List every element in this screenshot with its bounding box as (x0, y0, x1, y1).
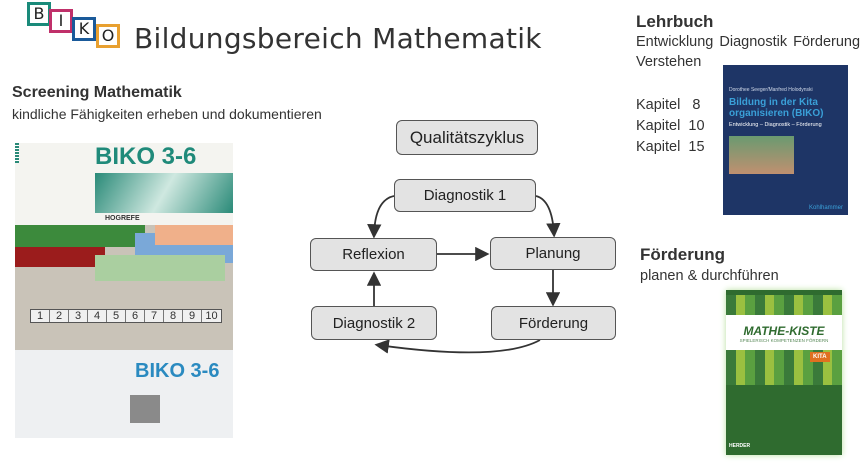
foerderung-title: Förderung (640, 245, 725, 264)
lehrbuch-title: Lehrbuch (636, 12, 714, 31)
cover-publisher: HERDER (729, 443, 751, 449)
kita-badge: KITA (810, 352, 830, 362)
screening-title: Screening Mathematik (12, 84, 182, 101)
lehrbuch-cover: Dorothee Seeger/Manfred Holodynski Bildu… (723, 65, 848, 215)
number-strip-cell: 5 (107, 310, 126, 322)
cover-subtitle: Entwicklung – Diagnostik – Förderung (729, 122, 822, 128)
cover-authors: Dorothee Seeger/Manfred Holodynski (729, 87, 813, 93)
logo-letter: O (96, 24, 120, 48)
page-title: Bildungsbereich Mathematik (134, 22, 542, 55)
number-strip-cell: 9 (183, 310, 202, 322)
screening-image: BIKO 3-6 HOGREFE 1 2 3 4 5 6 7 8 9 10 BI… (15, 143, 233, 438)
node-planung: Planung (490, 237, 616, 270)
cover-subtitle: SPIELERISCH KOMPETENZEN FÖRDERN (739, 338, 829, 343)
cycle-title: Qualitätszyklus (396, 120, 538, 155)
lehrbuch-line2: Verstehen (636, 54, 702, 70)
logo-letter: K (72, 17, 96, 41)
node-diagnostik-1: Diagnostik 1 (394, 179, 536, 212)
lehrbuch-line1: Entwicklung Diagnostik Förderung (636, 34, 861, 50)
node-diagnostik-2: Diagnostik 2 (311, 306, 437, 340)
number-strip-cell: 2 (50, 310, 69, 322)
chapter: Kapitel 10 (636, 118, 705, 134)
chapter: Kapitel 15 (636, 139, 705, 155)
logo-letter: I (49, 9, 73, 33)
logo-letter: B (27, 2, 51, 26)
number-strip-cell: 10 (205, 310, 218, 322)
node-foerderung: Förderung (491, 306, 616, 340)
mathe-kiste-cover: MATHE-KISTE SPIELERISCH KOMPETENZEN FÖRD… (726, 290, 842, 455)
number-strip-cell: 8 (164, 310, 183, 322)
number-strip-cell: 6 (126, 310, 145, 322)
number-strip-cell: 7 (145, 310, 164, 322)
cover-title: Bildung in der Kita organisieren (BIKO) (729, 97, 824, 119)
number-strip-cell: 3 (69, 310, 88, 322)
chapter: Kapitel 8 (636, 97, 701, 113)
number-strip-cell: 4 (88, 310, 107, 322)
foerderung-subtitle: planen & durchführen (640, 268, 779, 284)
node-reflexion: Reflexion (310, 238, 437, 271)
biko-3-6-title: BIKO 3-6 (95, 143, 197, 170)
publisher: HOGREFE (105, 215, 140, 222)
cover-title: MATHE-KISTE (743, 324, 825, 338)
cover-publisher: Kohlhammer (808, 205, 843, 211)
screening-subtitle: kindliche Fähigkeiten erheben und dokume… (12, 106, 322, 122)
biko-3-6-form-title: BIKO 3-6 (135, 360, 220, 382)
number-strip-cell: 1 (31, 310, 50, 322)
